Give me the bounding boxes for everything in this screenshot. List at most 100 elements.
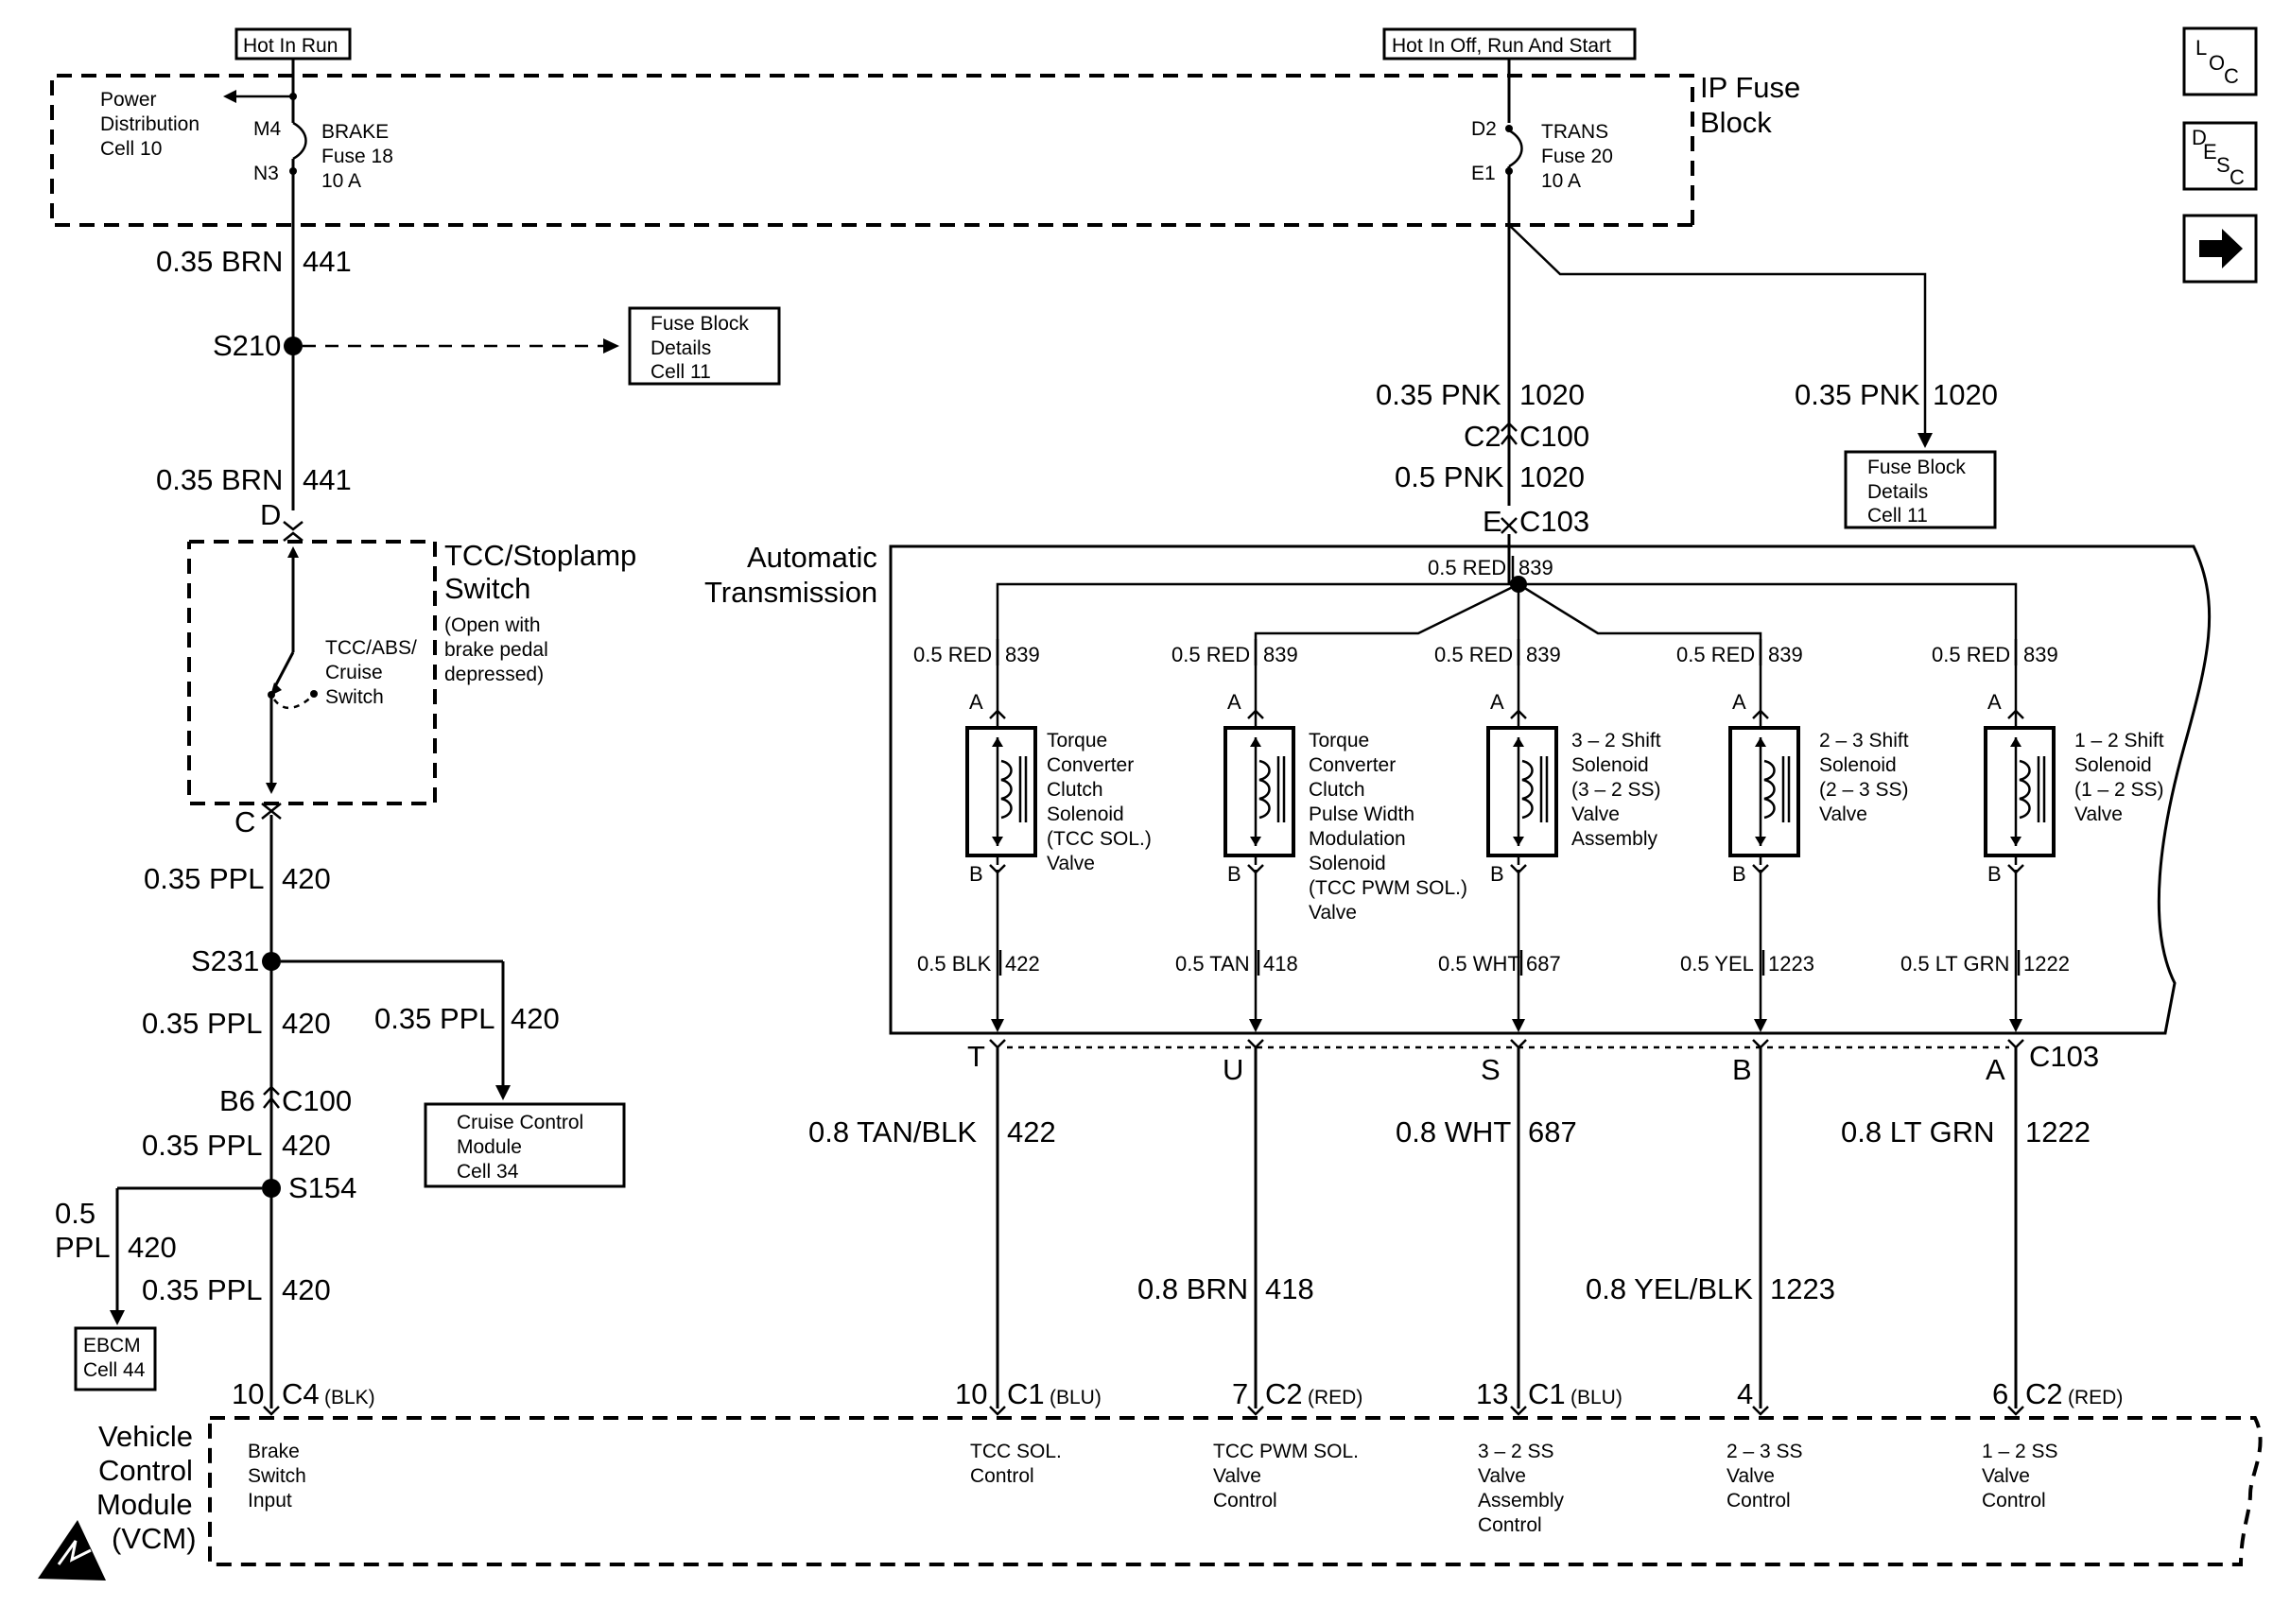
- svg-text:0.5 PNK: 0.5 PNK: [1395, 460, 1504, 493]
- svg-text:10 A: 10 A: [321, 170, 361, 192]
- arrow-right-icon: [603, 338, 619, 354]
- solenoid-label-line: Converter: [1047, 754, 1134, 776]
- svg-text:BRAKE: BRAKE: [321, 121, 389, 143]
- solenoid-pin-b: B: [1227, 862, 1241, 886]
- svg-text:Power: Power: [100, 89, 157, 111]
- vcm-connector-color: (RED): [1308, 1387, 1362, 1408]
- loc-icon[interactable]: L O C: [2182, 26, 2258, 96]
- solenoid-pin-b: B: [1732, 862, 1746, 886]
- svg-text:Brake: Brake: [248, 1441, 300, 1462]
- output-wire-circuit: 418: [1265, 1272, 1314, 1305]
- solenoid-label-line: Torque: [1309, 730, 1369, 752]
- output-wire-circuit: 687: [1528, 1115, 1577, 1149]
- svg-text:Control: Control: [1726, 1490, 1791, 1512]
- svg-text:Valve: Valve: [1726, 1465, 1775, 1487]
- svg-text:(Open with: (Open with: [444, 614, 541, 636]
- svg-text:0.5 RED: 0.5 RED: [1428, 556, 1506, 579]
- output-wire-circuit: 1222: [2025, 1115, 2091, 1149]
- svg-text:0.35 PPL: 0.35 PPL: [142, 1273, 263, 1306]
- arrow-left-icon: [223, 90, 236, 103]
- vcm-connector-color: (RED): [2068, 1387, 2123, 1408]
- svg-text:420: 420: [128, 1231, 177, 1264]
- fuse-details-ref-right[interactable]: Fuse Block Details Cell 11: [1844, 450, 1997, 529]
- desc-icon[interactable]: D E S C: [2182, 121, 2258, 191]
- svg-text:C2: C2: [1464, 420, 1501, 453]
- solenoid-label-line: Solenoid: [1309, 853, 1386, 874]
- svg-text:Cell 10: Cell 10: [100, 138, 162, 160]
- solenoid-label-line: (2 – 3 SS): [1819, 779, 1909, 801]
- svg-text:E1: E1: [1471, 163, 1496, 184]
- solenoid-label-line: Pulse Width: [1309, 803, 1414, 825]
- svg-text:C103: C103: [2029, 1040, 2099, 1073]
- ebcm-ref[interactable]: EBCM Cell 44: [74, 1326, 157, 1391]
- output-wire-gauge: 0.8 LT GRN: [1841, 1115, 1995, 1149]
- solenoid-label-line: Valve: [1571, 803, 1620, 825]
- svg-text:depressed): depressed): [444, 664, 544, 685]
- solenoid-pin-a: A: [1987, 690, 2002, 714]
- svg-text:N3: N3: [253, 163, 279, 184]
- solenoid-out-gauge: 0.5 TAN: [1175, 952, 1250, 976]
- solenoid-pin-b: B: [1987, 862, 2002, 886]
- c103-pin-b: B: [1732, 1053, 1752, 1086]
- cruise-control-ref[interactable]: Cruise Control Module Cell 34: [424, 1102, 626, 1188]
- svg-text:420: 420: [282, 1129, 331, 1162]
- svg-text:D: D: [260, 498, 281, 531]
- solenoid-label-line: Converter: [1309, 754, 1396, 776]
- c103-pin-a: A: [1986, 1053, 2005, 1086]
- solenoid-label-line: Solenoid: [1047, 803, 1124, 825]
- solenoid-out-gauge: 0.5 YEL: [1680, 952, 1754, 976]
- vcm-connector: C1: [1528, 1377, 1566, 1410]
- solenoid-pin-b: B: [969, 862, 983, 886]
- solenoid-pin-a: A: [1227, 690, 1241, 714]
- svg-text:O: O: [2209, 51, 2225, 75]
- svg-text:Distribution: Distribution: [100, 113, 200, 135]
- automatic-transmission: Automatic Transmission 0.5 RED 839: [704, 534, 2212, 1035]
- splice-s210: [284, 337, 303, 355]
- solenoid-out-gauge: 0.5 WHT: [1438, 952, 1520, 976]
- svg-text:S: S: [2216, 153, 2230, 177]
- solenoid-label-line: Clutch: [1047, 779, 1103, 801]
- solenoid-feed-gauge: 0.5 RED: [913, 643, 992, 666]
- vcm-pin-number: 13: [1476, 1377, 1508, 1410]
- vcm-connector-color: (BLU): [1050, 1387, 1102, 1408]
- svg-text:10 A: 10 A: [1541, 170, 1581, 192]
- svg-text:Cell 34: Cell 34: [457, 1161, 519, 1183]
- fuse-details-ref-left[interactable]: Fuse Block Details Cell 11: [628, 306, 781, 386]
- solenoid-label-line: 1 – 2 Shift: [2074, 730, 2164, 752]
- solenoid-out-circuit: 418: [1263, 952, 1298, 976]
- brake-fuse: M4 N3 BRAKE Fuse 18 10 A: [253, 85, 393, 225]
- svg-text:Control: Control: [970, 1465, 1034, 1487]
- svg-text:TCC/ABS/: TCC/ABS/: [325, 637, 417, 659]
- solenoid-feed-circuit: 839: [1526, 643, 1561, 666]
- solenoid-out-circuit: 687: [1526, 952, 1561, 976]
- tcc-stoplamp-switch: TCC/Stoplamp Switch (Open with brake ped…: [187, 539, 636, 805]
- svg-text:Switch: Switch: [444, 572, 530, 605]
- solenoid-coil-icon: [1486, 726, 1558, 857]
- svg-text:10: 10: [232, 1377, 264, 1410]
- svg-text:(VCM): (VCM): [112, 1522, 197, 1555]
- svg-text:441: 441: [303, 463, 352, 496]
- solenoid-label-line: Modulation: [1309, 828, 1406, 850]
- svg-text:420: 420: [282, 1273, 331, 1306]
- svg-text:C100: C100: [1519, 420, 1589, 453]
- svg-text:Cruise: Cruise: [325, 662, 383, 683]
- solenoid-pin-b: B: [1490, 862, 1504, 886]
- solenoid-label-line: Clutch: [1309, 779, 1365, 801]
- solenoid-label-line: Valve: [2074, 803, 2123, 825]
- next-page-arrow-icon[interactable]: [2182, 214, 2258, 284]
- svg-text:TRANS: TRANS: [1541, 121, 1608, 143]
- esd-warning-icon: [38, 1520, 106, 1581]
- svg-text:Module: Module: [96, 1488, 193, 1521]
- svg-text:Hot In Run: Hot In Run: [243, 35, 338, 57]
- svg-text:Automatic: Automatic: [747, 541, 877, 574]
- solenoid-label-line: Valve: [1047, 853, 1095, 874]
- solenoid-feed-circuit: 839: [1768, 643, 1803, 666]
- svg-text:E: E: [1483, 505, 1502, 538]
- vcm-pin-number: 10: [955, 1377, 987, 1410]
- svg-text:Cell 11: Cell 11: [651, 361, 711, 383]
